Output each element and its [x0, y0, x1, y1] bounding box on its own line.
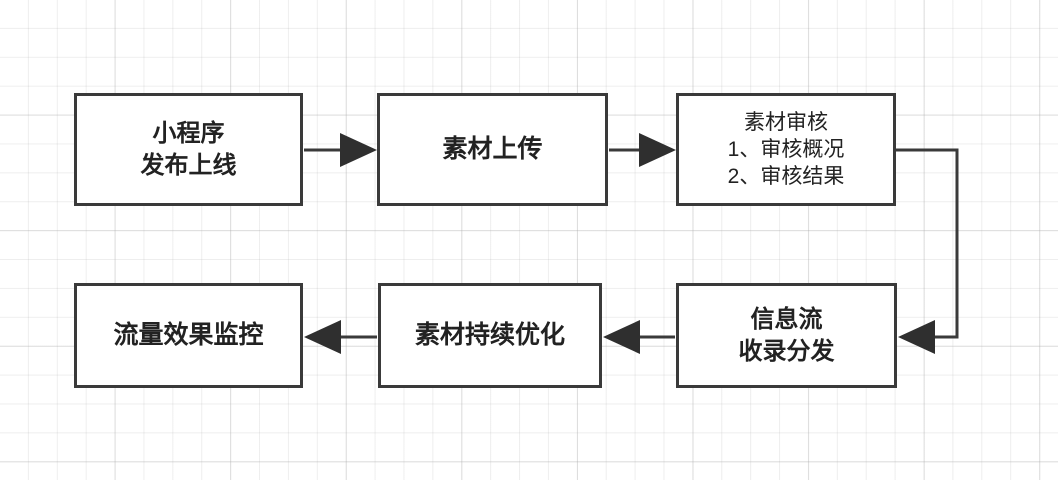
- node-label-line: 素材审核: [744, 110, 828, 134]
- node-material-review[interactable]: 素材审核 1、审核概况 2、审核结果: [676, 93, 896, 206]
- node-material-optimization[interactable]: 素材持续优化: [378, 283, 602, 388]
- arrow-upload-to-review: [609, 133, 676, 167]
- node-label-line: 素材上传: [442, 135, 543, 164]
- node-label-line: 发布上线: [140, 151, 237, 179]
- node-material-upload[interactable]: 素材上传: [377, 93, 608, 206]
- node-info-feed-distribution[interactable]: 信息流 收录分发: [676, 283, 897, 388]
- arrow-launch-to-upload: [304, 133, 377, 167]
- node-label-line: 1、审核概况: [727, 137, 845, 161]
- node-label-line: 信息流: [750, 306, 823, 334]
- arrow-optimization-to-monitoring: [304, 320, 377, 354]
- arrow-feed-to-optimization: [603, 320, 675, 354]
- arrow-review-to-feed-loop: [896, 148, 959, 354]
- node-label-line: 流量效果监控: [113, 321, 264, 350]
- node-mini-program-launch[interactable]: 小程序 发布上线: [74, 93, 303, 206]
- node-label-line: 素材持续优化: [414, 321, 565, 350]
- node-label-line: 小程序: [152, 120, 225, 148]
- node-label-line: 收录分发: [738, 337, 835, 365]
- node-label-line: 2、审核结果: [727, 165, 845, 189]
- node-traffic-effect-monitoring[interactable]: 流量效果监控: [74, 283, 303, 388]
